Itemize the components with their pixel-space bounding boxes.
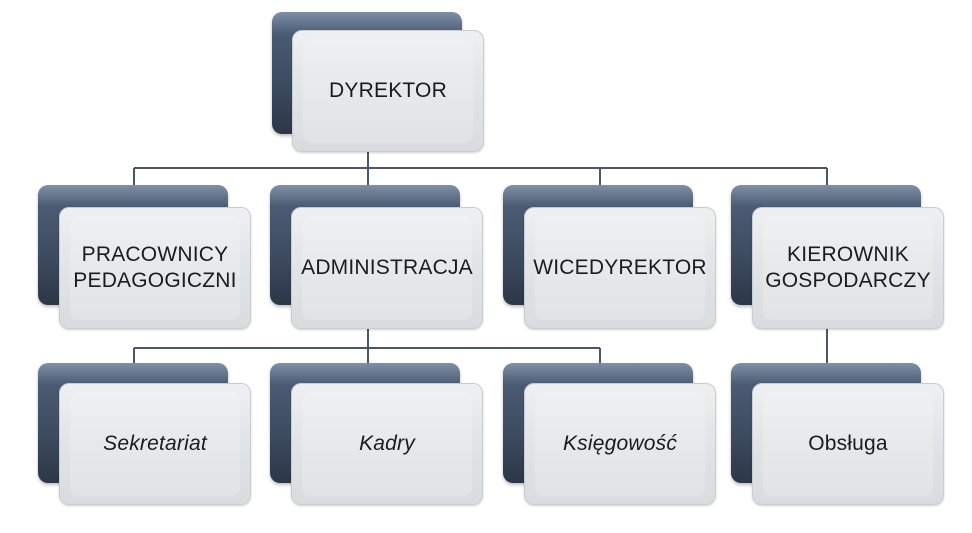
node-dyrektor-card: DYREKTOR (292, 30, 484, 152)
node-obsluga-label: Obsługa (808, 432, 888, 455)
node-kadry: Kadry (270, 363, 484, 507)
node-kadry-label: Kadry (359, 432, 415, 455)
node-wicedyrektor: WICEDYREKTOR (503, 185, 717, 331)
node-pracownicy-pedagogiczni: PRACOWNICY PEDAGOGICZNI (38, 185, 252, 331)
node-administracja-card: ADMINISTRACJA (291, 207, 483, 329)
node-wicedyrektor-card: WICEDYREKTOR (524, 207, 716, 329)
node-kierownik-card: KIEROWNIK GOSPODARCZY (752, 207, 944, 329)
node-pracownicy-label: PRACOWNICY PEDAGOGICZNI (73, 243, 237, 292)
node-obsluga: Obsługa (731, 363, 945, 507)
node-wicedyrektor-label: WICEDYREKTOR (533, 256, 707, 279)
node-kierownik-label: KIEROWNIK GOSPODARCZY (765, 243, 931, 292)
node-sekretariat-card: Sekretariat (59, 383, 251, 505)
node-obsluga-card: Obsługa (752, 383, 944, 505)
node-ksiegowosc: Księgowość (503, 363, 717, 507)
node-ksiegowosc-card: Księgowość (524, 383, 716, 505)
node-kierownik-gospodarczy: KIEROWNIK GOSPODARCZY (731, 185, 945, 331)
node-sekretariat: Sekretariat (38, 363, 252, 507)
node-pracownicy-card: PRACOWNICY PEDAGOGICZNI (59, 207, 251, 329)
node-kadry-card: Kadry (291, 383, 483, 505)
node-sekretariat-label: Sekretariat (103, 432, 207, 455)
node-ksiegowosc-label: Księgowość (562, 432, 678, 455)
node-administracja: ADMINISTRACJA (270, 185, 484, 331)
node-dyrektor: DYREKTOR (272, 12, 488, 154)
node-administracja-label: ADMINISTRACJA (301, 256, 473, 279)
node-dyrektor-label: DYREKTOR (329, 79, 447, 102)
